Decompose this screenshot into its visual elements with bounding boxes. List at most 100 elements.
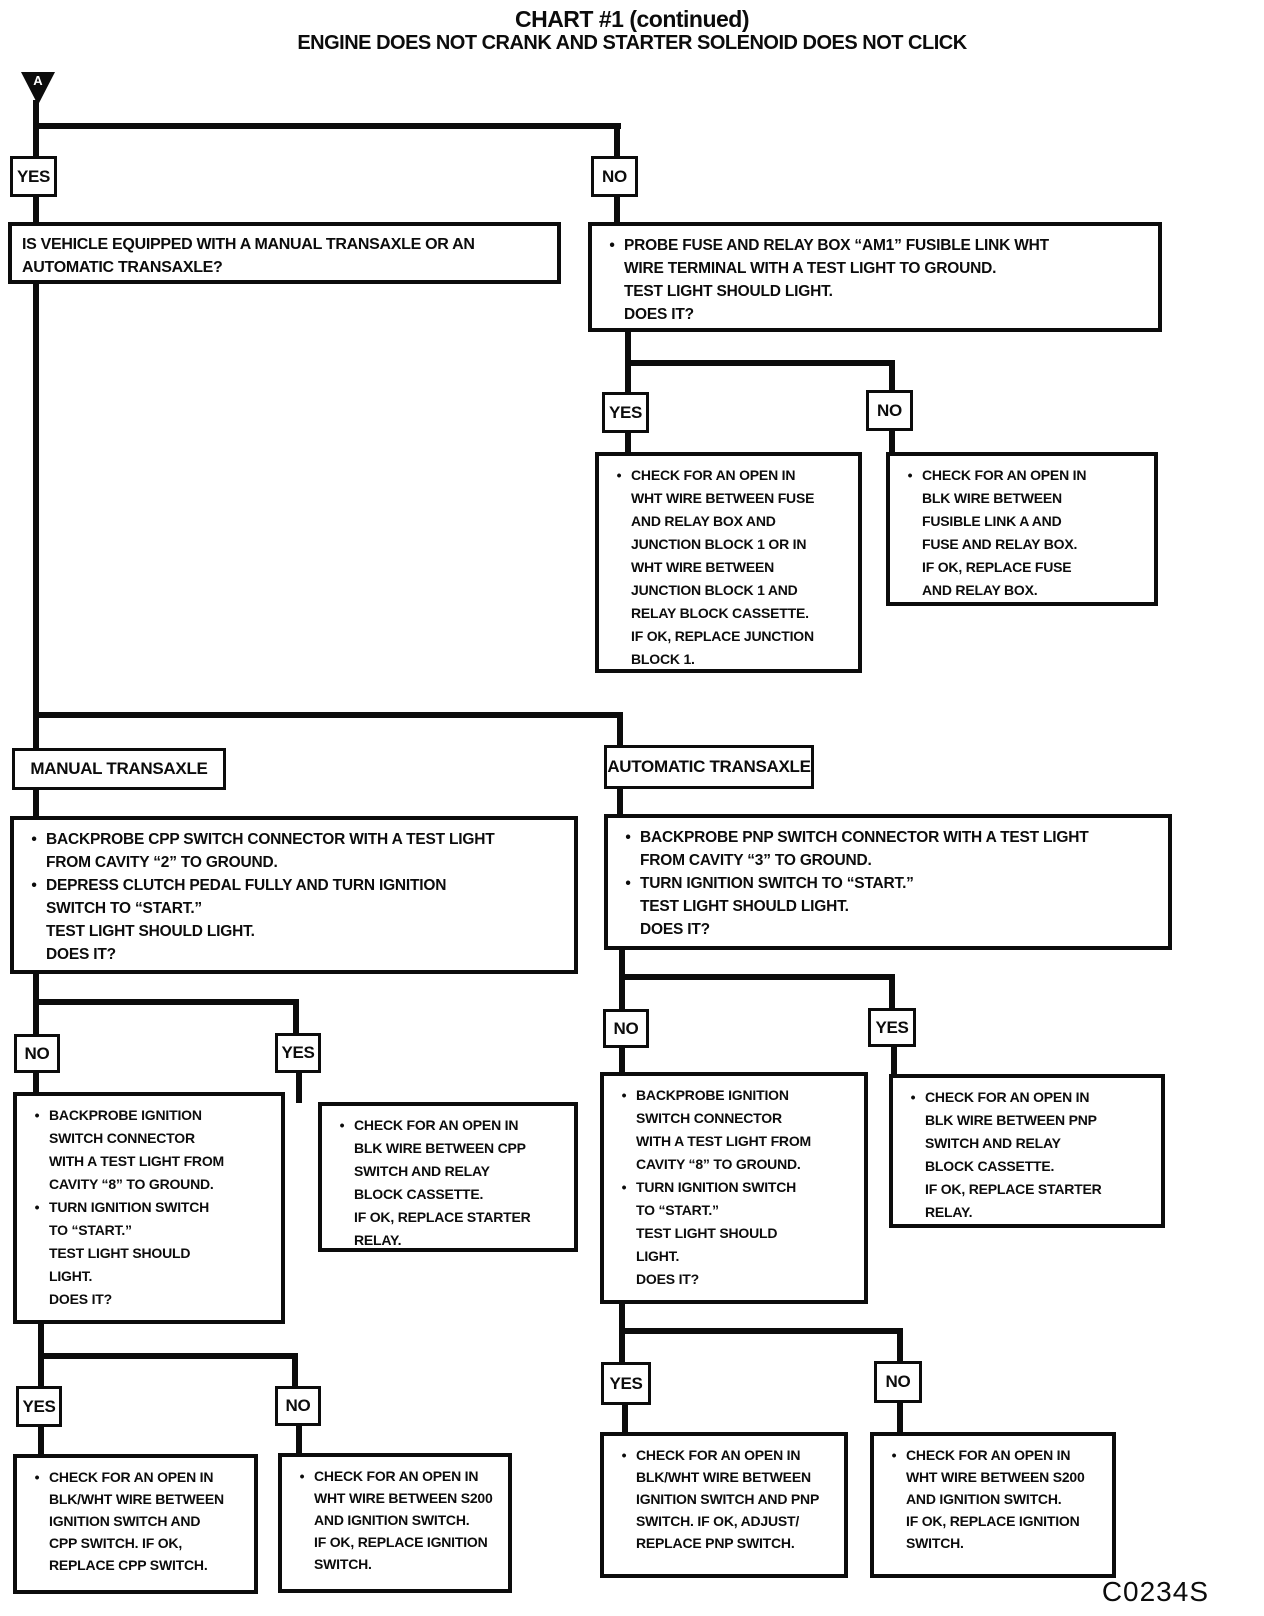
connector-line [625,360,631,394]
connector-line [38,1323,44,1359]
flow-text: RELAY. [925,1204,973,1220]
flow-text-line: LIGHT. [612,1245,860,1268]
bullet-spacer [330,1229,354,1252]
flow-text: DEPRESS CLUTCH PEDAL FULLY AND TURN IGNI… [46,877,447,894]
flow-text-line: TEST LIGHT SHOULD LIGHT. [22,920,570,943]
flow-text: CHECK FOR AN OPEN IN [906,1447,1071,1463]
connector-line [619,1328,903,1334]
label-yes-cpp-test: YES [275,1033,321,1073]
flow-text-line: IF OK, REPLACE IGNITION [290,1531,504,1553]
flow-text-line: •CHECK FOR AN OPEN IN [330,1114,570,1137]
flow-text-line: FROM CAVITY “2” TO GROUND. [22,851,570,874]
bullet-spacer [25,1288,49,1311]
bullet-spacer [898,533,922,556]
bullet-icon: • [891,1447,897,1463]
connector-line [33,283,39,718]
flow-text: CHECK FOR AN OPEN IN [314,1468,479,1484]
bullet-icon: • [31,877,37,894]
bullet-spacer [290,1509,314,1531]
connector-line [33,123,621,129]
flow-text-line: •BACKPROBE CPP SWITCH CONNECTOR WITH A T… [22,828,570,851]
bullet-spacer [25,1242,49,1265]
bullet-spacer [25,1554,49,1576]
bullet-spacer [898,487,922,510]
flow-text-line: LIGHT. [25,1265,277,1288]
label-no-ign-auto: NO [874,1361,922,1403]
flow-text-line: CPP SWITCH. IF OK, [25,1532,250,1554]
bullet-spacer [607,602,631,625]
flow-text: TO “START.” [49,1222,132,1238]
bullet-spacer [607,625,631,648]
flow-text: CAVITY “8” TO GROUND. [49,1176,214,1192]
bullet-icon: • [339,1117,345,1133]
flow-text: AND IGNITION SWITCH. [314,1512,470,1528]
label-text: NO [285,1396,311,1415]
bullet-spacer [612,1532,636,1554]
connector-line [33,1071,39,1093]
flow-text: BLK/WHT WIRE BETWEEN [636,1469,811,1485]
flow-text-line: BLOCK 1. [607,648,854,671]
label-yes-root: YES [10,156,57,197]
connector-line [889,360,895,392]
flow-text: BACKPROBE PNP SWITCH CONNECTOR WITH A TE… [640,829,1089,846]
label-text: NO [877,400,902,420]
flow-text: TURN IGNITION SWITCH [636,1179,797,1195]
flow-text: TEST LIGHT SHOULD [49,1245,191,1261]
flow-text-line: IF OK, REPLACE IGNITION [882,1510,1108,1532]
bullet-spacer [22,920,46,943]
bullet-icon: • [34,1469,40,1485]
flow-text: TEST LIGHT SHOULD LIGHT. [46,923,255,940]
flow-text: WITH A TEST LIGHT FROM [49,1153,224,1169]
flow-text-line: IF OK, REPLACE FUSE [898,556,1150,579]
label-text: NO [885,1372,911,1391]
bullet-icon: • [910,1089,916,1105]
flow-text-line: BLOCK CASSETTE. [901,1155,1157,1178]
connector-line [897,1328,903,1362]
flow-text: BLOCK CASSETTE. [925,1158,1055,1174]
flow-text: BLK WIRE BETWEEN PNP [925,1112,1097,1128]
connector-line [38,1426,44,1455]
flow-text-line: SWITCH TO “START.” [22,897,570,920]
connector-line [33,123,39,158]
flow-text-line: •BACKPROBE IGNITION [612,1084,860,1107]
bullet-icon: • [621,1179,627,1195]
flow-text: BLK/WHT WIRE BETWEEN [49,1491,224,1507]
flow-text-line: •CHECK FOR AN OPEN IN [612,1444,840,1466]
bullet-icon: • [907,467,913,483]
flow-text: RELAY BLOCK CASSETTE. [631,605,809,621]
label-automatic-transaxle: AUTOMATIC TRANSAXLE [604,745,814,789]
flow-text: IF OK, REPLACE STARTER [925,1181,1102,1197]
flow-text-line: AND IGNITION SWITCH. [882,1488,1108,1510]
connector-line [33,712,623,718]
flow-text-line: • DEPRESS CLUTCH PEDAL FULLY AND TURN IGN… [22,874,570,897]
bullet-icon: • [616,467,622,483]
bullet-spacer [612,1488,636,1510]
label-no-ign-manual: NO [275,1386,321,1426]
flow-text: IF OK, REPLACE STARTER [354,1209,531,1225]
flow-text-line: AND RELAY BOX. [898,579,1150,602]
flow-text-line: SWITCH. [882,1532,1108,1554]
connector-line [619,974,895,980]
label-no-pnp-test: NO [603,1009,649,1048]
connector-line [617,712,623,747]
flow-text-line: DOES IT? [22,943,570,966]
flow-text: DOES IT? [49,1291,112,1307]
label-text: YES [22,1396,56,1416]
flow-text-line: SWITCH. [290,1553,504,1575]
connector-line [614,123,620,158]
flow-text: AND RELAY BOX. [922,582,1038,598]
flow-text-line: BLK WIRE BETWEEN PNP [901,1109,1157,1132]
flow-text-line: IF OK, REPLACE STARTER [330,1206,570,1229]
flow-text: SWITCH. IF OK, ADJUST/ [636,1513,800,1529]
bullet-spacer [607,510,631,533]
bullet-spacer [600,257,624,280]
bullet-spacer [901,1178,925,1201]
bullet-spacer [616,895,640,918]
connector-line [891,1045,897,1076]
label-yes-ign-auto: YES [601,1362,651,1405]
bullet-spacer [22,851,46,874]
bullet-icon: • [34,1199,40,1215]
